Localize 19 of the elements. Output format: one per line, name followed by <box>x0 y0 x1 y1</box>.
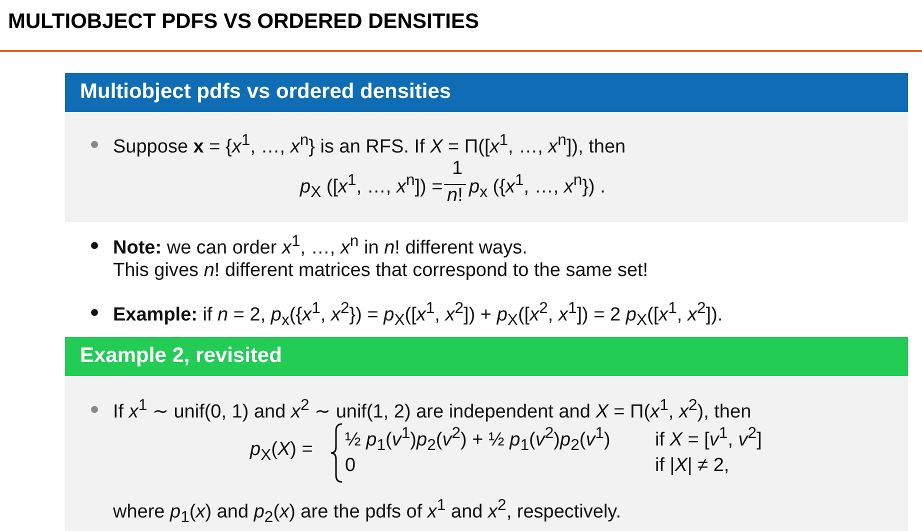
formula-text: ½ p$_{1}$(v$^{1}$)p$_{2}$(v$^{2}$) + ½ p$_{1}$(v$^{2}$)p$_{2}$(v$^{1}$) <box>345 425 610 456</box>
formula-text: p$_{x}$ ({x$^{1}$, …, x$^{n}$}) . <box>469 172 606 202</box>
body-text: where p$_{1}$(x) and p$_{2}$(x) are the pdfs of x$^{1}$ and x$^{2}$, respectively. <box>113 497 622 528</box>
fraction-denominator: n! <box>444 184 466 207</box>
slide-title: MULTIOBJECT PDFS VS ORDERED DENSITIES <box>8 10 479 34</box>
formula-text: if X = [v$^{1}$, v$^{2}$] <box>655 425 762 452</box>
bullet-text: Note: we can order x$^{1}$, …, x$^{n}$ in n! different ways. <box>113 233 528 260</box>
panel-heading: Example 2, revisited <box>65 337 908 376</box>
bullet-text: If x$^{1}$ ∼ unif(0, 1) and x$^{2}$ ∼ unif(1, 2) are independent and X = Π(x$^{1}$, x$^{2}$), then <box>113 397 752 424</box>
panel-heading: Multiobject pdfs vs ordered densities <box>65 73 908 112</box>
fraction-numerator: 1 <box>452 158 463 180</box>
formula-text: 0 <box>345 455 356 477</box>
bullet-text: Suppose x = {x$^{1}$, …, x$^{n}$} is an RFS. If X = Π([x$^{1}$, …, x$^{n}$]), then <box>113 132 626 158</box>
formula-text: p$_{X}$(X) = <box>250 439 313 465</box>
content-panel <box>65 337 908 531</box>
body-text: This gives n! different matrices that correspond to the same set! <box>113 260 648 282</box>
bullet-text: Example: if n = 2, p$_{x}$({x$^{1}$, x$^{2}$}) = p$_{X}$([x$^{1}$, x$^{2}$]) + p$_{X}$([x$^{2}$, x$^{1}$]) = 2 p$_{X}$([x$^{1}$, x$^{2}$]). <box>113 300 723 330</box>
formula-text: p$_{X}$ ([x$^{1}$, …, x$^{n}$]) = <box>300 172 443 202</box>
formula-text: if |X| ≠ 2, <box>655 455 730 477</box>
